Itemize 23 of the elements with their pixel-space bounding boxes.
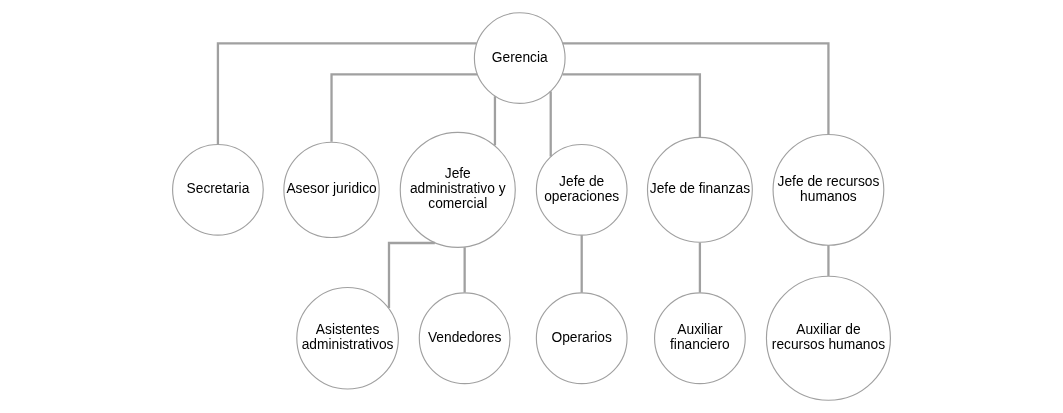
connector [387, 241, 435, 309]
connector [549, 91, 552, 157]
node-circle: Jefe de operaciones [535, 143, 628, 236]
connector [580, 235, 583, 293]
connector [216, 42, 477, 145]
connector [562, 73, 702, 138]
node-circle: Secretaria [172, 143, 264, 236]
node-circle: Auxiliar de recursos humanos [765, 275, 891, 401]
connector [463, 247, 466, 293]
node-circle: Gerencia [473, 12, 566, 104]
node-circle: Asesor juridico [283, 141, 380, 239]
node-circle: Vendedores [418, 292, 511, 385]
node-circle: Operarios [535, 292, 628, 385]
connector [562, 42, 830, 135]
connector [827, 245, 830, 276]
connector [330, 73, 478, 142]
node-circle: Jefe administrativo y comercial [399, 131, 516, 248]
node-circle: Auxiliar financiero [654, 292, 746, 385]
node-circle: Jefe de recursos humanos [772, 133, 885, 246]
node-circle: Asistentes administrativos [296, 286, 399, 390]
connector [698, 242, 702, 293]
node-circle: Jefe de finanzas [646, 136, 753, 243]
connector [493, 96, 497, 146]
